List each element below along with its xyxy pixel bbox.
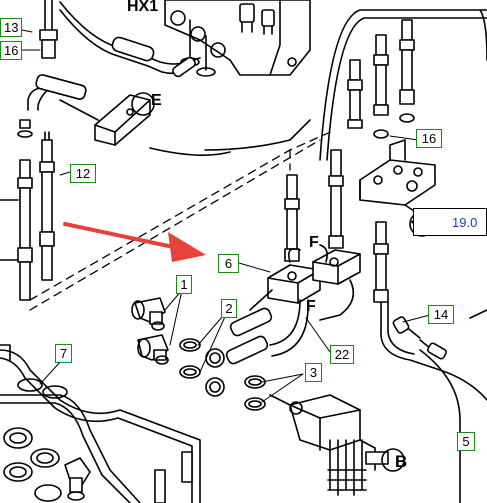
seals-2-3	[179, 338, 266, 411]
upper-hoses	[39, 0, 201, 78]
hx1-valve-block	[164, 0, 311, 77]
callout-2: 2	[221, 299, 237, 318]
detail-f-upper-label: F	[309, 234, 319, 251]
hoses-22	[225, 279, 355, 365]
detail-b-label: B	[395, 452, 408, 471]
dashed-frame	[29, 129, 336, 311]
callout-1: 1	[176, 275, 192, 294]
valve-b	[269, 394, 405, 496]
cross-reference-text: 19.0	[452, 214, 478, 230]
callout-3: 3	[305, 363, 322, 382]
callout-14: 14	[428, 305, 454, 324]
red-pointer-arrow	[63, 222, 206, 262]
callout-13: 13	[0, 18, 22, 37]
callout-12: 12	[70, 164, 96, 183]
right-upper-hoses	[149, 9, 487, 161]
right-vertical-hose	[373, 221, 487, 401]
callout-6: 6	[218, 254, 239, 273]
fittings-1	[131, 297, 169, 365]
e-bracket	[27, 74, 155, 146]
cross-reference-box[interactable]: 19.0	[413, 208, 487, 236]
detail-e-label: E	[151, 92, 162, 109]
right-lower-pipe	[419, 309, 487, 503]
callout-22: 22	[330, 345, 354, 364]
fitting-6-assembly	[267, 149, 361, 304]
detail-f-lower-label: F	[306, 298, 316, 315]
mounting-bracket	[359, 139, 436, 216]
callout-16-right: 16	[416, 129, 442, 148]
lower-left-hoses	[0, 344, 201, 503]
callout-16-left: 16	[0, 41, 22, 60]
callout-7: 7	[55, 344, 72, 363]
hx1-label: HX1	[127, 0, 159, 15]
left-hose-assembly	[0, 119, 55, 301]
callout-5: 5	[457, 432, 475, 451]
